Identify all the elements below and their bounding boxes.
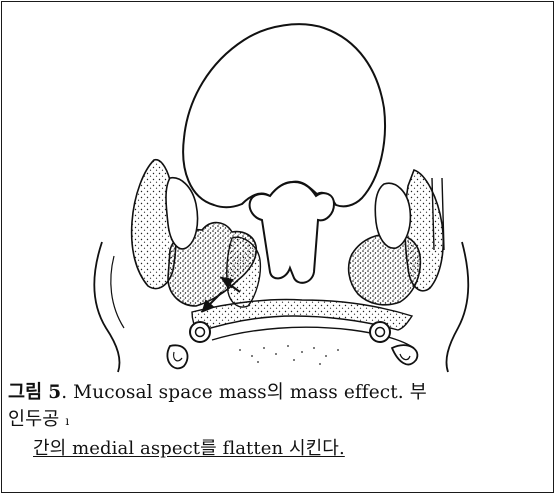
left-outer-edge xyxy=(94,242,119,372)
airway-shape xyxy=(250,182,334,283)
right-ramus xyxy=(375,183,410,248)
caption-line2-mark: ı xyxy=(65,414,69,428)
central-structure xyxy=(183,24,385,207)
caption-label: 그림 xyxy=(8,382,42,403)
right-parotid xyxy=(405,170,443,291)
caption-line-1: 그림 5. Mucosal space mass의 mass effect. 부 xyxy=(8,379,554,406)
caption-number: 5 xyxy=(48,382,61,403)
figure-caption: 그림 5. Mucosal space mass의 mass effect. 부… xyxy=(8,379,554,435)
caption-line2-text: 인두공 xyxy=(8,409,59,430)
right-outer-edge xyxy=(446,242,468,372)
anatomical-illustration xyxy=(62,10,502,375)
lower-stippling xyxy=(239,345,339,365)
caption-line-2: 인두공 ı xyxy=(8,406,554,435)
caption-line1-text: . Mucosal space mass의 mass effect. 부 xyxy=(61,382,427,403)
left-vessels xyxy=(167,322,210,368)
left-medial-mass xyxy=(227,237,261,307)
caption-line-3: 간의 medial aspect를 flatten 시킨다. xyxy=(33,435,345,462)
